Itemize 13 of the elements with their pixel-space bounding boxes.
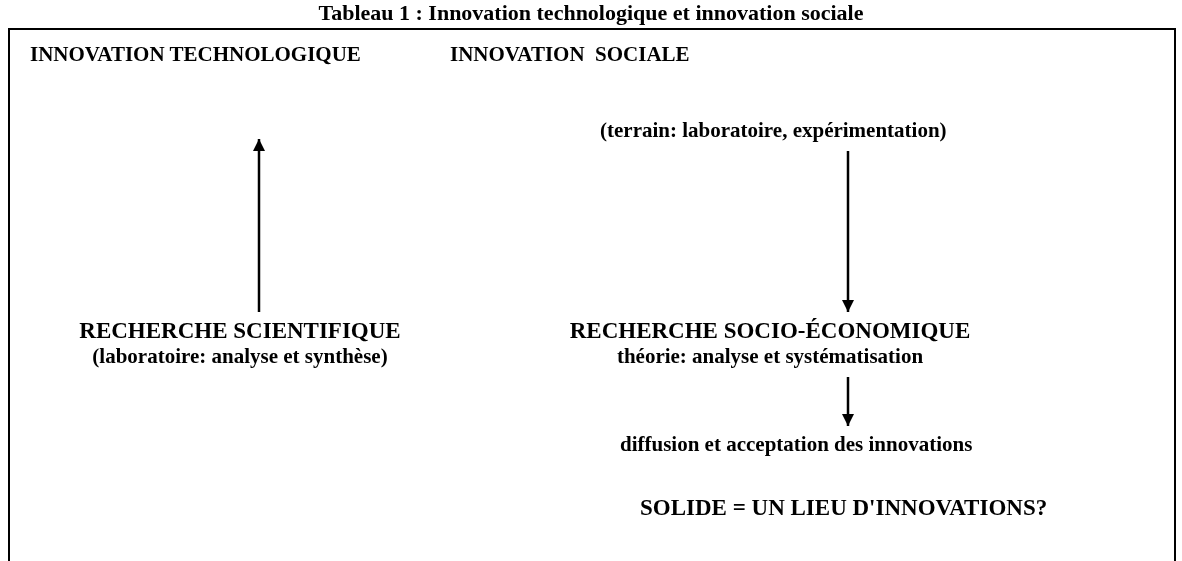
node-text: (laboratoire: analyse et synthèse) <box>92 344 388 369</box>
title: Tableau 1 : Innovation technologique et innovation sociale <box>317 0 865 26</box>
arrow <box>253 139 265 312</box>
arrow <box>842 151 854 312</box>
node-heading: RECHERCHE SCIENTIFIQUE <box>79 318 401 344</box>
node-heading: diffusion et acceptation des innovations <box>620 432 973 457</box>
node-text: théorie: analyse et systématisation <box>616 344 924 369</box>
node-heading: INNOVATION TECHNOLOGIQUE <box>30 42 361 67</box>
note: SOLIDE = UN LIEU D'INNOVATIONS? <box>640 494 1048 522</box>
node-heading: (terrain: laboratoire, expérimentation) <box>600 118 947 143</box>
arrow <box>842 377 854 426</box>
node-heading: INNOVATION SOCIALE <box>450 42 690 67</box>
node-heading: RECHERCHE SOCIO-ÉCONOMIQUE <box>569 318 971 344</box>
